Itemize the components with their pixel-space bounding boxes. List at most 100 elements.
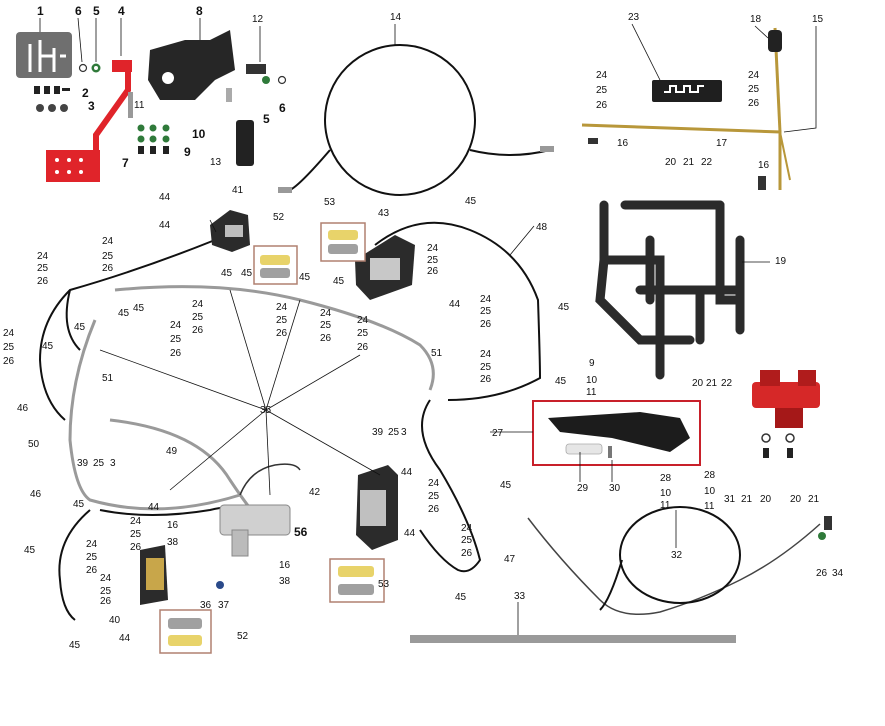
label-46a: 46 — [17, 403, 29, 414]
label-10d: 10 — [704, 486, 716, 497]
label-49: 49 — [166, 446, 178, 457]
label-46b: 46 — [30, 489, 42, 500]
part-35-leaders — [99, 289, 381, 496]
label-32: 32 — [671, 550, 683, 561]
label-25b: 25 — [748, 84, 760, 95]
label-26h: 26 — [37, 276, 49, 287]
label-25g: 25 — [37, 263, 49, 274]
pad-box-52-top — [253, 245, 298, 285]
label-45a: 45 — [465, 196, 477, 207]
label-21b: 21 — [706, 378, 718, 389]
label-1: 1 — [37, 4, 44, 18]
label-26a: 26 — [596, 100, 608, 111]
pedal-bracket — [112, 60, 132, 72]
label-39a: 39 — [372, 427, 384, 438]
label-26c: 26 — [816, 568, 828, 579]
label-45h: 45 — [241, 268, 253, 279]
label-56: 56 — [294, 525, 308, 539]
label-24a: 24 — [596, 70, 608, 81]
label-16: 16 — [617, 138, 629, 149]
label-26o: 26 — [428, 504, 440, 515]
label-38a: 38 — [167, 537, 179, 548]
label-20: 20 — [665, 157, 677, 168]
label-19: 19 — [775, 256, 787, 267]
label-45b: 45 — [558, 302, 570, 313]
label-45d: 45 — [74, 322, 86, 333]
label-24m: 24 — [3, 328, 15, 339]
caliper-43 — [355, 235, 415, 300]
label-25i: 25 — [192, 312, 204, 323]
snap-ring-icon — [78, 63, 88, 73]
label-24n: 24 — [428, 478, 440, 489]
label-24i: 24 — [192, 299, 204, 310]
caliper-40 — [140, 545, 168, 605]
label-45o: 45 — [24, 545, 36, 556]
label-25q: 25 — [461, 535, 473, 546]
label-20c: 20 — [760, 494, 772, 505]
label-11: 11 — [134, 100, 145, 111]
label-44b: 44 — [159, 220, 171, 231]
label-8: 8 — [196, 4, 203, 18]
label-20b: 20 — [692, 378, 704, 389]
pedal-assembly — [16, 30, 287, 182]
label-26j: 26 — [192, 325, 204, 336]
label-10: 10 — [192, 127, 206, 141]
label-3c: 3 — [110, 458, 116, 469]
label-52a: 52 — [273, 212, 285, 223]
label-26e: 26 — [480, 319, 492, 330]
label-37: 37 — [218, 600, 230, 611]
label-16b: 16 — [758, 160, 770, 171]
label-13: 13 — [210, 157, 222, 168]
label-6b: 6 — [279, 101, 286, 115]
label-42: 42 — [309, 487, 321, 498]
label-26k: 26 — [276, 328, 288, 339]
label-44a: 44 — [159, 192, 171, 203]
label-26l: 26 — [320, 333, 332, 344]
label-25c: 25 — [427, 255, 439, 266]
label-24b: 24 — [748, 70, 760, 81]
label-26q: 26 — [130, 542, 142, 553]
pad-box-53-top — [320, 222, 366, 262]
label-24g: 24 — [37, 251, 49, 262]
label-52b: 52 — [237, 631, 249, 642]
release-button — [565, 443, 603, 455]
label-20d: 20 — [790, 494, 802, 505]
label-31: 31 — [724, 494, 736, 505]
label-7: 7 — [122, 156, 129, 170]
label-25l: 25 — [357, 328, 369, 339]
label-27: 27 — [492, 428, 504, 439]
label-24c: 24 — [427, 243, 439, 254]
pad-box-53-bottom — [329, 558, 385, 603]
label-25a: 25 — [596, 85, 608, 96]
label-44c: 44 — [449, 299, 461, 310]
rod-bar — [410, 635, 736, 643]
label-16c: 16 — [167, 520, 179, 531]
label-45f: 45 — [118, 308, 130, 319]
label-44g: 44 — [119, 633, 131, 644]
label-25j: 25 — [276, 315, 288, 326]
label-26f: 26 — [480, 374, 492, 385]
parking-rod — [581, 27, 791, 190]
label-26g: 26 — [102, 263, 114, 274]
label-25h: 25 — [170, 334, 182, 345]
pedal-pad — [46, 150, 100, 182]
label-12: 12 — [252, 14, 264, 25]
leader-lines — [39, 17, 817, 635]
label-26d: 26 — [427, 266, 439, 277]
label-4: 4 — [118, 4, 125, 18]
label-25d: 25 — [480, 306, 492, 317]
label-28b: 28 — [704, 470, 716, 481]
label-25m: 25 — [3, 342, 15, 353]
label-28a: 28 — [660, 473, 672, 484]
label-25r: 25 — [130, 529, 142, 540]
caliper-41 — [210, 210, 250, 252]
label-5b: 5 — [263, 112, 270, 126]
label-26s: 26 — [100, 596, 112, 607]
label-24k: 24 — [320, 308, 332, 319]
label-11c: 11 — [660, 500, 671, 511]
label-45n: 45 — [73, 499, 85, 510]
label-23: 23 — [628, 12, 640, 23]
label-24p: 24 — [130, 516, 142, 527]
label-44f: 44 — [148, 502, 160, 513]
label-24h: 24 — [170, 320, 182, 331]
